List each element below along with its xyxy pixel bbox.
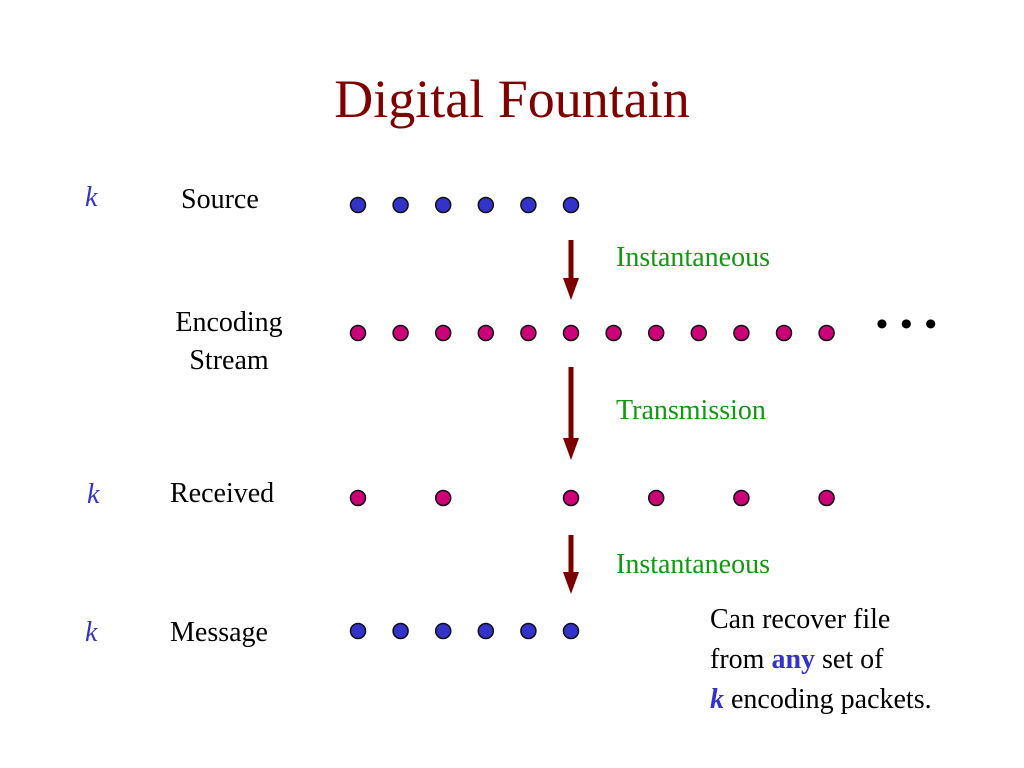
packet-dot-received-2 [434,489,452,507]
note-emphasis-any: any [771,644,816,675]
packet-dot-source-1 [349,196,367,214]
packet-dot-encoding-8 [647,324,665,342]
note-line-2-post: set of [815,644,884,675]
packet-dot-message-3 [434,622,452,640]
arrow-down-icon-3 [563,535,579,594]
arrow-down-icon-2 [563,367,579,460]
recovery-note: Can recover file from any set of k encod… [710,600,932,720]
packet-dot-encoding-4 [477,324,495,342]
packet-dot-message-4 [477,622,495,640]
note-line-3-post: encoding packets. [724,684,932,715]
packet-dot-encoding-5 [520,324,537,342]
packet-dot-received-3 [562,489,580,507]
packet-dot-received-1 [349,489,367,507]
k-label-message: k [85,617,98,648]
packet-dot-source-5 [520,196,537,214]
packet-dot-encoding-9 [690,324,708,342]
packet-dot-encoding-3 [434,324,452,342]
packet-dot-encoding-6 [562,324,580,342]
arrow-down-icon-1 [563,240,579,300]
step-label-instantaneous-2: Instantaneous [616,549,770,580]
note-emphasis-k: k [710,684,724,715]
k-label-source: k [85,182,98,213]
packet-dot-encoding-7 [605,324,622,342]
slide-title: Digital Fountain [334,69,690,129]
note-line-2: from any set of [710,640,932,680]
row-label-encoding-stream: Encoding Stream [155,304,303,380]
packet-dot-encoding-2 [392,324,409,342]
packet-dot-received-6 [818,489,835,507]
note-line-3: k encoding packets. [710,680,932,720]
packet-dot-source-3 [434,196,452,214]
packet-dot-encoding-10 [733,324,750,342]
k-label-received: k [87,479,100,510]
packet-dot-message-6 [562,622,580,640]
packet-dot-message-2 [392,622,409,640]
note-line-1: Can recover file [710,604,891,635]
packet-dots [349,196,835,640]
step-label-instantaneous-1: Instantaneous [616,242,770,273]
packet-dot-received-5 [733,489,750,507]
row-label-encoding-line2: Stream [189,345,269,376]
packet-dot-message-5 [520,622,537,640]
packet-dot-source-4 [477,196,495,214]
step-label-transmission: Transmission [616,395,766,426]
packet-dot-source-2 [392,196,409,214]
row-label-message: Message [170,617,268,648]
note-line-2-pre: from [710,644,772,675]
packet-dot-encoding-11 [775,324,793,342]
packet-dot-source-6 [562,196,580,214]
packet-dot-message-1 [349,622,367,640]
ellipsis-icon: • • • [876,306,939,343]
row-label-received: Received [170,478,275,509]
row-label-source: Source [181,184,259,215]
packet-dot-encoding-1 [349,324,367,342]
flow-arrows [563,240,579,594]
packet-dot-encoding-12 [818,324,835,342]
row-label-encoding-line1: Encoding [175,307,283,338]
packet-dot-received-4 [647,489,665,507]
